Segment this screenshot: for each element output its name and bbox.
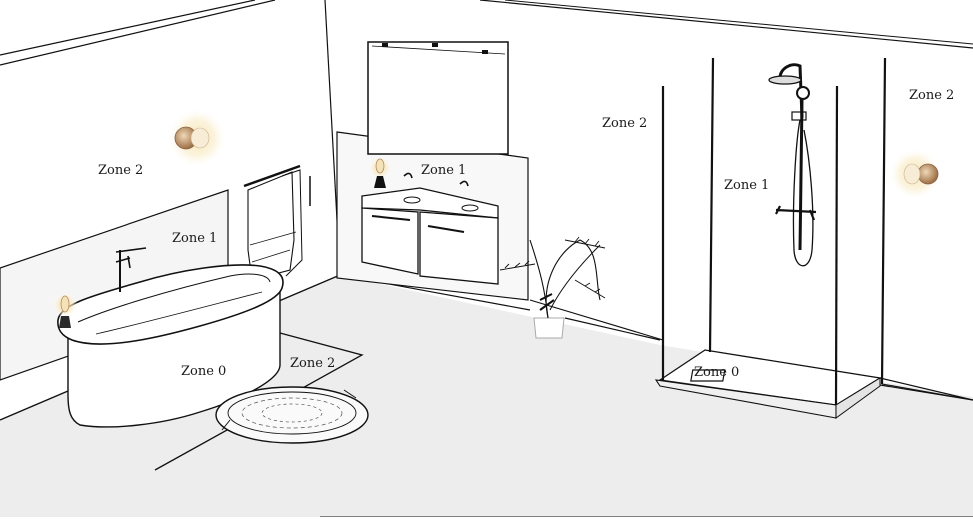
- wall-sconce-icon: [889, 148, 941, 200]
- table-lamp-icon: [52, 292, 78, 328]
- shower-enclosure: [654, 57, 973, 419]
- zone-label-bath-wall-1: Zone 1: [172, 231, 217, 246]
- towel-rail-icon: [243, 164, 311, 281]
- table-lamp-icon: [368, 156, 392, 188]
- potted-plant-icon: [499, 236, 606, 339]
- wall-sconce-icon: [167, 108, 227, 168]
- round-rug-icon: [215, 386, 369, 444]
- zone-label-vanity-1: Zone 1: [421, 163, 466, 178]
- zone-label-shower-1: Zone 1: [724, 178, 769, 193]
- bathtub-icon: [57, 247, 284, 428]
- zone-label-shower-0: Zone 0: [694, 365, 739, 380]
- zone-label-bath-wall-2: Zone 2: [98, 163, 143, 178]
- mirror-icon: [367, 41, 509, 155]
- zone-label-bath-floor-2: Zone 2: [290, 356, 335, 371]
- vanity-icon: [361, 172, 499, 285]
- zone-label-bath-0: Zone 0: [181, 364, 226, 379]
- zone-label-right-wall-2: Zone 2: [909, 88, 954, 103]
- zone-label-wall-2: Zone 2: [602, 116, 647, 131]
- shower-head-icon: [768, 63, 817, 267]
